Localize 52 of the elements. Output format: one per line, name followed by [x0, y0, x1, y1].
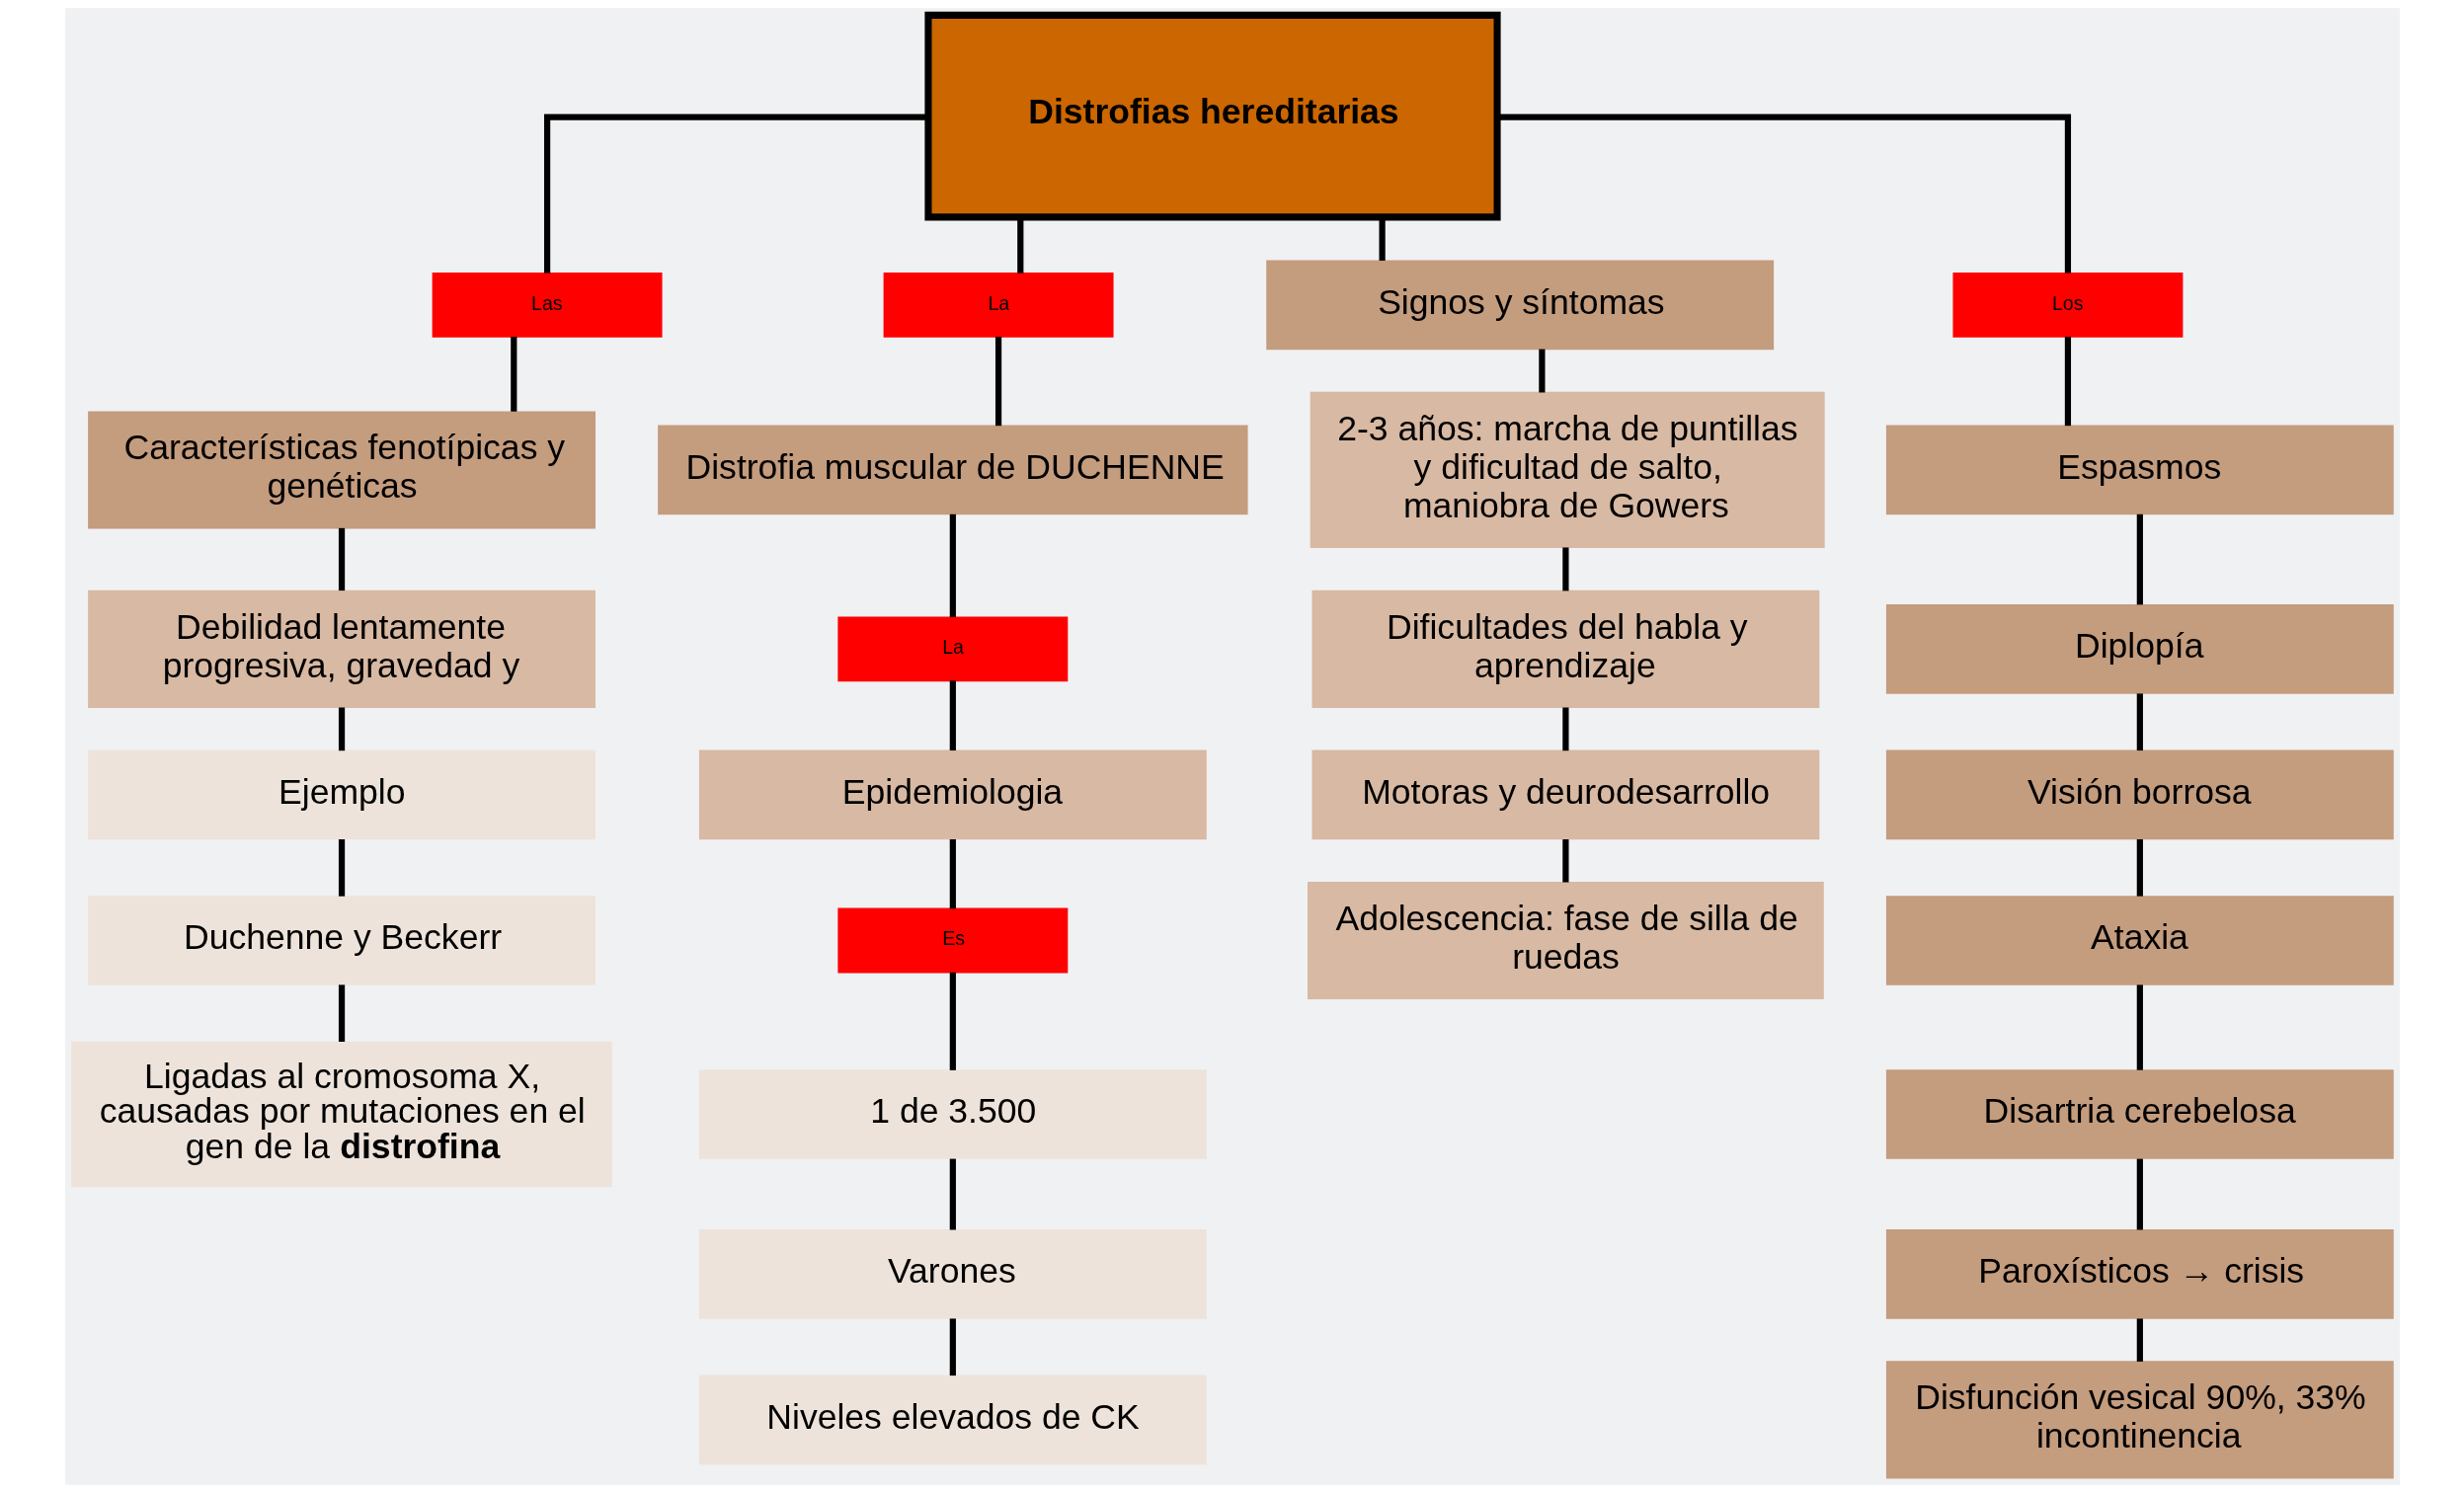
connector [510, 337, 517, 412]
connector [338, 984, 345, 1042]
node-box: Varones [698, 1228, 1207, 1319]
connector [1538, 349, 1545, 393]
node-box: Ejemplo [87, 749, 596, 840]
connector [949, 513, 956, 617]
node-box: Paroxísticos → crisis [1885, 1228, 2394, 1319]
connector [949, 972, 956, 1070]
connector [2064, 337, 2071, 427]
node-box: Distrofias hereditarias [923, 11, 1501, 221]
node-box: Espasmos [1885, 425, 2394, 515]
connector [1561, 707, 1568, 751]
node-box: 1 de 3.500 [698, 1069, 1207, 1159]
connector [338, 707, 345, 751]
node-box: Motoras y deurodesarrollo [1311, 749, 1819, 840]
node-box: Diplopía [1885, 603, 2394, 694]
node-box: Dificultades del habla y aprendizaje [1311, 589, 1819, 708]
connector [543, 114, 928, 274]
node-box: Disfunción vesical 90%, 33% incontinencia [1885, 1361, 2394, 1479]
connector [2136, 1318, 2143, 1362]
node-box: La [836, 616, 1068, 682]
node-box: Disartria cerebelosa [1885, 1069, 2394, 1159]
node-box: Ligadas al cromosoma X, causadas por mutaciones en el gen de la distrofina [70, 1041, 612, 1188]
node-box: Signos y síntomas [1265, 260, 1774, 351]
connector [2136, 693, 2143, 751]
node-box: Distrofia muscular de DUCHENNE [657, 425, 1248, 515]
connector [2136, 1158, 2143, 1230]
connector [1561, 547, 1568, 591]
connector [949, 1318, 956, 1376]
node-box: Es [836, 907, 1068, 974]
connector [2136, 838, 2143, 897]
node-box: Debilidad lentamente progresiva, gravedad y [87, 589, 596, 708]
node-box: La [883, 272, 1114, 338]
node-box: Características fenotípicas y genéticas [87, 411, 596, 529]
connector [949, 838, 956, 909]
connector [1561, 838, 1568, 883]
connector [994, 337, 1001, 427]
node-box: Las [432, 272, 663, 338]
node-box: Niveles elevados de CK [698, 1375, 1207, 1465]
connector [2136, 513, 2143, 605]
node-box: 2-3 años: marcha de puntillas y dificultad de salto, maniobra de Gowers [1310, 391, 1825, 549]
node-box: Epidemiologia [698, 749, 1207, 840]
connector [338, 527, 345, 591]
connector [949, 1158, 956, 1230]
connector [338, 838, 345, 897]
connector [2136, 984, 2143, 1070]
node-box: Los [1951, 272, 2183, 338]
connector [949, 680, 956, 751]
node-box: Ataxia [1885, 896, 2394, 985]
node-box: Adolescencia: fase de silla de ruedas [1307, 881, 1824, 1000]
node-box: Visión borrosa [1885, 749, 2394, 840]
node-box: Duchenne y Beckerr [87, 896, 596, 985]
